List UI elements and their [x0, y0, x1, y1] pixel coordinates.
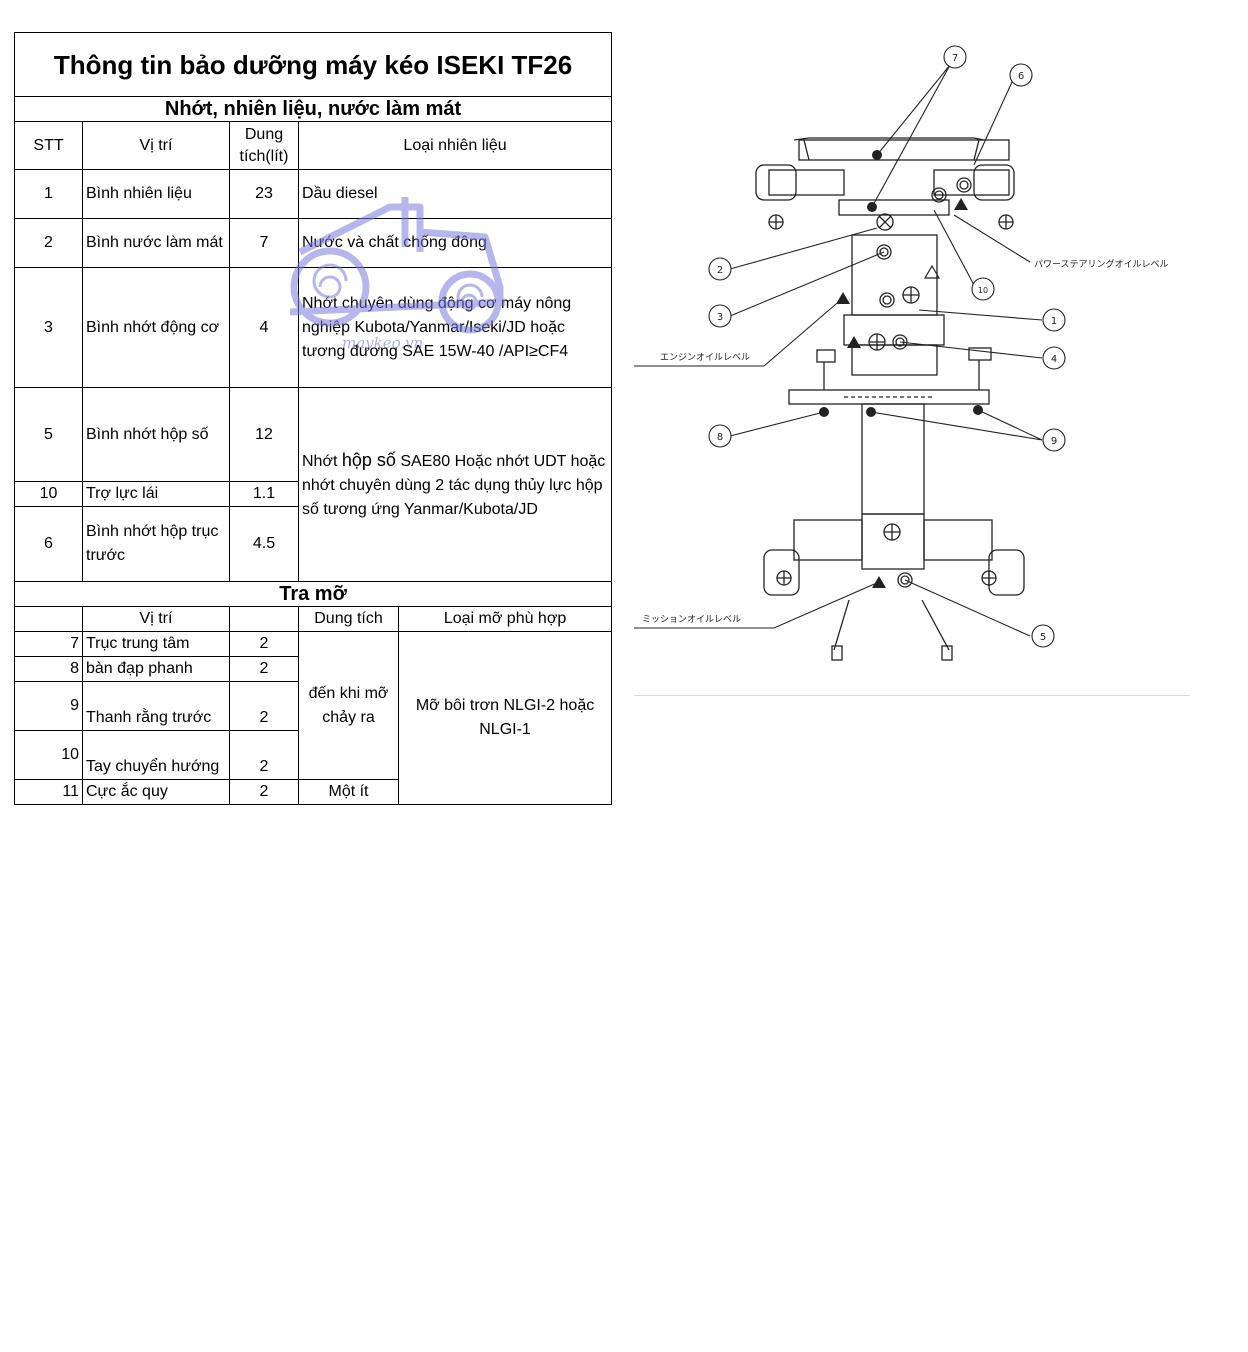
callout-label: 9: [1051, 436, 1057, 447]
grease-position: Thanh rằng trước: [82, 681, 230, 731]
row-stt: 6: [14, 506, 83, 582]
maintenance-sheet: Thông tin bảo dưỡng máy kéo ISEKI TF26 N…: [13, 32, 613, 805]
sheet-title: Thông tin bảo dưỡng máy kéo ISEKI TF26: [13, 32, 613, 97]
row-capacity: 4.5: [229, 506, 299, 582]
row-fuel-type: Dầu diesel: [297, 169, 613, 219]
grease-header-type: Loại mỡ phù hợp: [397, 606, 613, 632]
row-fuel-type: Nhớt chuyên dùng động cơ máy nông nghiệp…: [297, 267, 613, 388]
callout-2: [708, 257, 732, 281]
fluids-section-title: Nhớt, nhiên liệu, nước làm mát: [13, 96, 613, 122]
row-capacity: 23: [229, 169, 299, 219]
row-position: Bình nước làm mát: [82, 218, 230, 268]
grease-header-capacity: Dung tích: [298, 606, 399, 632]
grease-section-title: Tra mỡ: [13, 581, 613, 607]
callout-8: [708, 424, 732, 448]
table-row: 1 Bình nhiên liệu 23 Dầu diesel: [14, 169, 613, 219]
gear-oil-type: Nhớt hộp số SAE80 Hoặc nhớt UDT hoặc nhớ…: [297, 387, 613, 582]
row-stt: 2: [14, 218, 83, 268]
gear-oil-description: SAE80 Hoặc nhớt UDT hoặc nhớt chuyên dùn…: [302, 452, 606, 518]
callout-label: 5: [1040, 632, 1046, 643]
grease-qty: 2: [229, 631, 299, 657]
header-fuel-type: Loại nhiên liệu: [297, 121, 613, 170]
callout-label: 7: [952, 53, 958, 64]
grease-qty: 2: [229, 681, 299, 731]
row-stt: 3: [14, 267, 83, 388]
grease-qty: 2: [229, 730, 299, 780]
row-capacity: 12: [229, 387, 299, 482]
table-row: 9 Thanh rằng trước 2: [14, 681, 612, 731]
grease-qty: 2: [229, 656, 299, 682]
header-stt: STT: [14, 121, 83, 170]
table-row: 10 Tay chuyển hướng 2: [14, 730, 612, 780]
row-position: Bình nhiên liệu: [82, 169, 230, 219]
mission-oil-level-label: ミッションオイルレベル: [642, 614, 741, 625]
row-fuel-type: Nước và chất chống đông: [297, 218, 613, 268]
maintenance-table: Thông tin bảo dưỡng máy kéo ISEKI TF26 N…: [13, 32, 613, 805]
gear-oil-emphasis: hộp số: [341, 449, 396, 470]
grease-header-blank: [229, 606, 299, 632]
table-row: 6 Bình nhớt hộp trục trước 4.5: [14, 506, 612, 582]
callout-10: [971, 277, 995, 301]
row-capacity: 1.1: [229, 481, 299, 507]
row-stt: 10: [14, 481, 83, 507]
callout-label: 3: [717, 312, 723, 323]
callout-label: 2: [717, 265, 723, 276]
grease-header-blank: [14, 606, 83, 632]
header-position: Vị trí: [82, 121, 230, 170]
table-row: 11 Cực ắc quy 2 Một ít: [14, 779, 612, 805]
grease-position: Trục trung tâm: [82, 631, 230, 657]
header-capacity: Dung tích(lít): [229, 121, 299, 170]
rear-axle-bar: [798, 139, 1010, 161]
lubrication-point-diagram: 7 6 2 10 3 1 4 8 9 5 パワーステアリングオイルレベル エンジ…: [634, 45, 1169, 661]
row-position: Bình nhớt động cơ: [82, 267, 230, 388]
row-position: Trợ lực lái: [82, 481, 230, 507]
grease-stt: 11: [14, 779, 83, 805]
gear-oil-prefix: Nhớt: [302, 452, 338, 470]
grease-type: Mỡ bôi trơn NLGI-2 hoặc NLGI-1: [397, 631, 613, 805]
callout-9: [1042, 428, 1066, 452]
callout-3: [708, 304, 732, 328]
grease-position: Tay chuyển hướng: [82, 730, 230, 780]
callout-5: [1031, 624, 1055, 648]
table-row: 2 Bình nước làm mát 7 Nước và chất chống…: [14, 218, 613, 268]
power-steering-oil-level-label: パワーステアリングオイルレベル: [1034, 258, 1169, 270]
grease-stt: 10: [14, 730, 83, 780]
grease-capacity-little: Một ít: [298, 779, 399, 805]
row-capacity: 4: [229, 267, 299, 388]
row-position: Bình nhớt hộp số: [82, 387, 230, 482]
grease-position: Cực ắc quy: [82, 779, 230, 805]
callout-7: [943, 45, 967, 69]
table-row: 3 Bình nhớt động cơ 4 Nhớt chuyên dùng đ…: [14, 267, 613, 388]
row-stt: 5: [14, 387, 83, 482]
row-capacity: 7: [229, 218, 299, 268]
grease-stt: 7: [14, 631, 83, 657]
callout-4: [1042, 346, 1066, 370]
engine-oil-level-label: エンジンオイルレベル: [660, 352, 750, 363]
row-position: Bình nhớt hộp trục trước: [82, 506, 230, 582]
callout-label: 4: [1051, 354, 1057, 365]
row-stt: 1: [14, 169, 83, 219]
grease-header-position: Vị trí: [82, 606, 230, 632]
grease-stt: 8: [14, 656, 83, 682]
table-row: 5 Bình nhớt hộp số 12 Nhớt hộp số SAE80 …: [14, 387, 613, 582]
callout-1: [1042, 308, 1066, 332]
callout-label: 6: [1018, 71, 1024, 82]
grease-qty: 2: [229, 779, 299, 805]
callout-label: 10: [978, 286, 988, 295]
table-row: 10 Trợ lực lái 1.1: [14, 481, 612, 507]
callout-label: 1: [1051, 316, 1057, 327]
grease-position: bàn đạp phanh: [82, 656, 230, 682]
callout-6: [1009, 63, 1033, 87]
separator-line: [634, 695, 1190, 696]
grease-stt: 9: [14, 681, 83, 731]
grease-capacity-until: đến khi mỡ chảy ra: [298, 631, 399, 780]
callout-label: 8: [717, 432, 723, 443]
table-row: 7 Trục trung tâm 2 đến khi mỡ chảy ra Mỡ…: [14, 631, 613, 805]
